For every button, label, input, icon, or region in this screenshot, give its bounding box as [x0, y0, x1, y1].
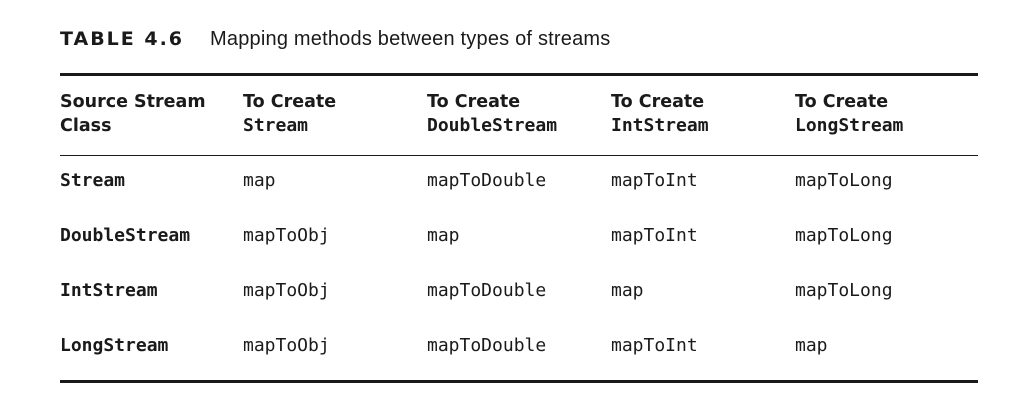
- table-cell: mapToDouble: [427, 335, 547, 356]
- header-to-doublestream: To Create DoubleStream: [427, 90, 557, 138]
- header-line: To Create: [795, 92, 889, 112]
- table-cell: map: [427, 225, 460, 246]
- header-to-stream: To Create Stream: [243, 90, 336, 138]
- table-row: IntStream mapToObj mapToDouble map mapTo…: [0, 276, 1019, 306]
- table-header-rule: [60, 155, 978, 156]
- table-row: Stream map mapToDouble mapToInt mapToLon…: [0, 166, 1019, 196]
- table-number: TABLE 4.6: [60, 28, 185, 50]
- table-cell: mapToDouble: [427, 170, 547, 191]
- row-source-class: Stream: [60, 170, 126, 191]
- table-row: DoubleStream mapToObj map mapToInt mapTo…: [0, 221, 1019, 251]
- header-line: DoubleStream: [427, 115, 558, 136]
- table-row: LongStream mapToObj mapToDouble mapToInt…: [0, 331, 1019, 361]
- table-cell: mapToLong: [795, 225, 893, 246]
- table-caption: TABLE 4.6 Mapping methods between types …: [60, 24, 610, 54]
- table-cell: mapToLong: [795, 280, 893, 301]
- header-to-intstream: To Create IntStream: [611, 90, 709, 138]
- table-cell: mapToDouble: [427, 280, 547, 301]
- table-cell: map: [795, 335, 828, 356]
- header-line: Class: [60, 116, 112, 136]
- header-line: IntStream: [611, 115, 709, 136]
- table-title: Mapping methods between types of streams: [210, 27, 611, 50]
- table-cell: mapToInt: [611, 170, 698, 191]
- table-top-rule: [60, 73, 978, 76]
- table-bottom-rule: [60, 380, 978, 383]
- header-line: To Create: [611, 92, 705, 112]
- header-line: To Create: [427, 92, 521, 112]
- row-source-class: IntStream: [60, 280, 158, 301]
- table-cell: map: [611, 280, 644, 301]
- header-line: Source Stream: [60, 92, 206, 112]
- table-cell: mapToInt: [611, 225, 698, 246]
- header-line: Stream: [243, 115, 309, 136]
- header-source-stream-class: Source Stream Class: [60, 90, 206, 138]
- header-line: LongStream: [795, 115, 904, 136]
- table-cell: mapToLong: [795, 170, 893, 191]
- row-source-class: DoubleStream: [60, 225, 191, 246]
- table-cell: mapToInt: [611, 335, 698, 356]
- table-cell: map: [243, 170, 276, 191]
- header-line: To Create: [243, 92, 337, 112]
- row-source-class: LongStream: [60, 335, 169, 356]
- table-cell: mapToObj: [243, 335, 330, 356]
- header-to-longstream: To Create LongStream: [795, 90, 903, 138]
- table-cell: mapToObj: [243, 225, 330, 246]
- table-cell: mapToObj: [243, 280, 330, 301]
